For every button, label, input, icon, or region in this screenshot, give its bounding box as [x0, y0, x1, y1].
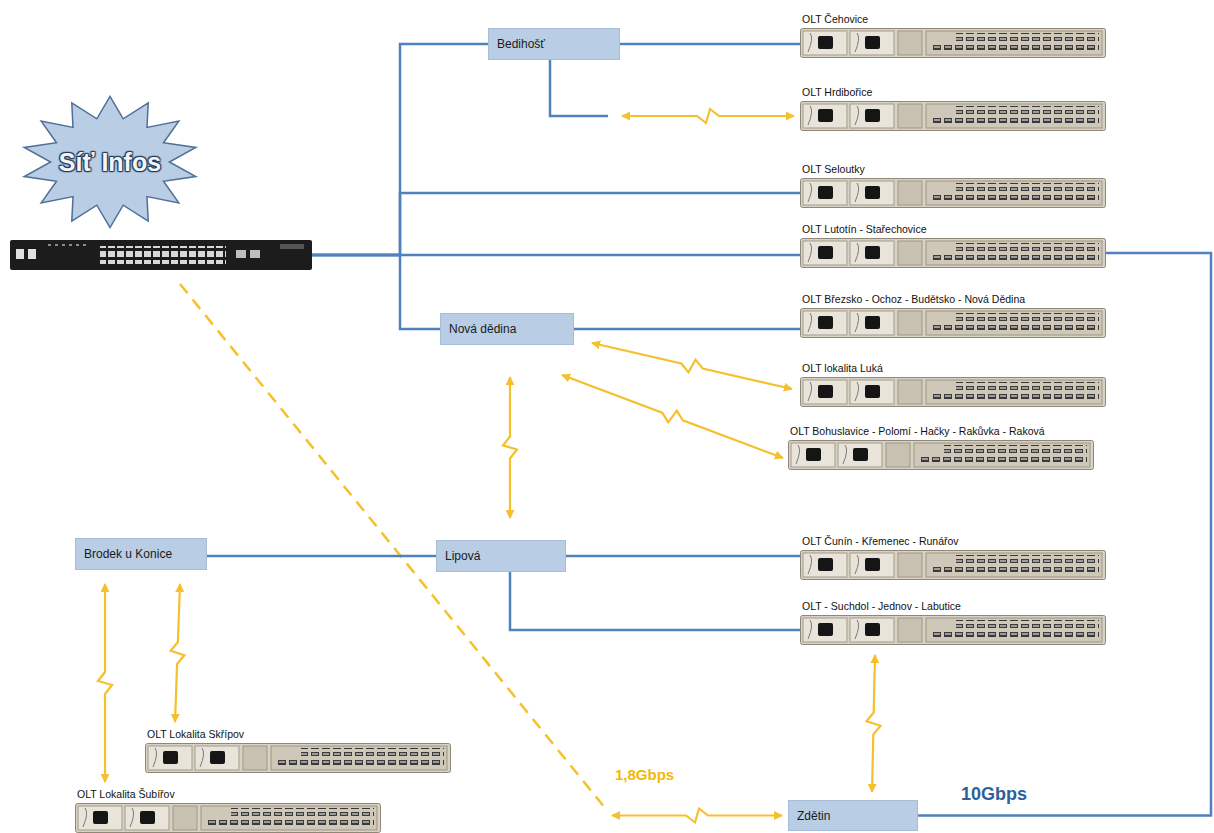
device-label: OLT Březsko - Ochoz - Budětsko - Nová Dě…	[802, 293, 1025, 306]
link	[171, 584, 185, 722]
link	[98, 584, 112, 782]
device-label: OLT lokalita Luká	[802, 362, 883, 375]
olt-chassis	[75, 803, 381, 833]
link-line	[550, 60, 608, 116]
olt-chassis	[800, 238, 1106, 268]
site-name: Nová dědina	[449, 322, 516, 336]
site-name: Brodek u Konice	[84, 547, 172, 561]
link	[550, 60, 794, 123]
link-line	[574, 328, 800, 331]
site-box: Brodek u Konice	[75, 538, 207, 570]
olt-chassis	[800, 377, 1106, 407]
olt-chassis	[788, 440, 1094, 470]
olt-device: OLT - Suchdol - Jednov - Labutice	[800, 600, 1110, 645]
link	[867, 655, 881, 792]
olt-device: OLT Lutotín - Stařechovice	[800, 223, 1110, 268]
device-label: OLT Lokalita Skřípov	[147, 728, 244, 741]
olt-chassis	[800, 28, 1106, 58]
link	[510, 572, 800, 630]
olt-chassis	[800, 615, 1106, 645]
olt-device: OLT Lokalita Skřípov	[145, 728, 451, 773]
link	[574, 329, 800, 330]
site-box: Bedihošť	[488, 28, 620, 60]
link	[620, 44, 800, 45]
olt-chassis	[800, 101, 1106, 131]
device-label: OLT Lutotín - Stařechovice	[802, 223, 927, 236]
link-line	[310, 193, 800, 255]
link-line	[310, 255, 440, 329]
link-line	[180, 284, 603, 806]
link	[310, 255, 440, 329]
olt-device: OLT Seloutky	[800, 163, 1110, 208]
cloud-label: Síť Infos	[59, 148, 161, 177]
olt-chassis	[800, 550, 1106, 580]
site-box: Lipová	[436, 540, 566, 572]
link-line	[620, 43, 800, 46]
site-box: Zdětin	[788, 800, 918, 831]
device-label: OLT Lokalita Šubířov	[77, 788, 175, 801]
link-line	[592, 343, 792, 389]
link-line	[612, 809, 782, 823]
device-label: OLT Hrdibořice	[802, 86, 872, 99]
device-label: OLT - Suchdol - Jednov - Labutice	[802, 600, 961, 613]
olt-device: OLT Čehovice	[800, 13, 1110, 58]
network-cloud: Síť Infos	[8, 88, 314, 272]
link-line	[510, 572, 800, 630]
link-line	[622, 109, 794, 123]
link	[562, 375, 783, 458]
site-name: Lipová	[445, 549, 480, 563]
link-line	[171, 584, 185, 722]
olt-device: OLT Březsko - Ochoz - Budětsko - Nová Dě…	[800, 293, 1110, 338]
olt-device: OLT Lokalita Šubířov	[75, 788, 381, 833]
link-line	[98, 584, 112, 782]
link	[566, 556, 800, 557]
link-line	[562, 375, 783, 458]
olt-device: OLT Bohuslavice - Polomí - Hačky - Rakův…	[788, 425, 1098, 470]
device-label: OLT Čehovice	[802, 13, 868, 26]
link	[207, 556, 436, 557]
link-line	[503, 377, 517, 518]
link	[503, 377, 517, 518]
link	[592, 343, 792, 389]
olt-chassis	[800, 178, 1106, 208]
bandwidth-label: 10Gbps	[958, 784, 1030, 805]
olt-device: OLT Čunín - Křemenec - Runářov	[800, 535, 1110, 580]
site-name: Bedihošť	[497, 37, 545, 51]
bandwidth-label: 1,8Gbps	[612, 766, 677, 783]
link	[310, 193, 800, 255]
device-label: OLT Čunín - Křemenec - Runářov	[802, 535, 959, 548]
link-line	[867, 655, 881, 792]
site-box: Nová dědina	[440, 313, 574, 345]
link-line	[207, 555, 436, 558]
link-line	[566, 555, 800, 558]
olt-device: OLT lokalita Luká	[800, 362, 1110, 407]
olt-chassis	[145, 743, 451, 773]
device-label: OLT Seloutky	[802, 163, 865, 176]
olt-chassis	[800, 308, 1106, 338]
site-name: Zdětin	[797, 809, 830, 823]
device-label: OLT Bohuslavice - Polomí - Hačky - Rakův…	[790, 425, 1045, 438]
star-burst	[8, 88, 314, 272]
olt-device: OLT Hrdibořice	[800, 86, 1110, 131]
